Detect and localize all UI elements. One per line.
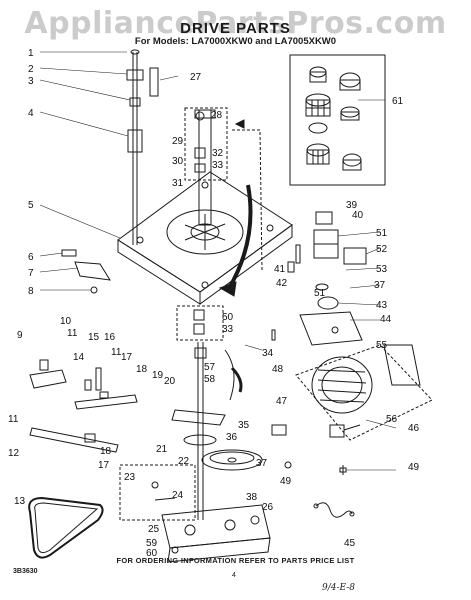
callout-9: 9	[17, 330, 23, 341]
callout-50: 50	[222, 312, 234, 323]
callout-26: 26	[262, 502, 274, 513]
callout-15: 15	[88, 332, 100, 343]
callout-6: 6	[28, 252, 34, 263]
callout-34: 34	[262, 348, 274, 359]
callout-3: 3	[28, 76, 34, 87]
callout-48: 48	[272, 364, 284, 375]
callout-2: 2	[28, 64, 34, 75]
model-subtitle: For Models: LA7000XKW0 and LA7005XKW0	[134, 36, 337, 47]
watermark: AppliancePartsPros.com	[24, 6, 447, 41]
drive-motor	[271, 344, 433, 475]
callout-19: 19	[152, 370, 164, 381]
callout-58: 58	[204, 374, 216, 385]
callout-16: 16	[104, 332, 116, 343]
callout-21: 21	[156, 444, 168, 455]
callout-22: 22	[178, 456, 190, 467]
callout-4: 4	[28, 108, 34, 119]
left-bracket-parts	[61, 249, 111, 294]
wire-harness	[315, 502, 353, 518]
callout-11b: 11	[111, 347, 122, 358]
brake-rod-assembly	[126, 49, 159, 245]
drive-belt	[28, 496, 104, 559]
callout-11: 11	[67, 328, 78, 339]
page-number: 4	[232, 572, 236, 579]
callout-46: 46	[408, 423, 420, 434]
callout-8: 8	[28, 286, 34, 297]
callout-20: 20	[164, 376, 176, 387]
callout-43: 43	[376, 300, 388, 311]
agitator-drive-shaft	[119, 342, 271, 563]
motor-capacitor-plate	[383, 344, 421, 386]
callout-42: 42	[276, 278, 288, 289]
callout-53: 53	[376, 264, 388, 275]
callout-57: 57	[204, 362, 216, 373]
callout-60: 60	[146, 548, 158, 559]
callout-47: 47	[276, 396, 288, 407]
callout-11c: 11	[8, 414, 19, 425]
callout-33b: 33	[222, 324, 234, 335]
callout-61: 61	[392, 96, 404, 107]
transmission-base-plate	[117, 109, 293, 305]
callout-10: 10	[60, 316, 72, 327]
callout-14: 14	[73, 352, 85, 363]
callout-24: 24	[172, 490, 184, 501]
callout-31: 31	[172, 178, 184, 189]
callout-1: 1	[28, 48, 34, 59]
callout-52: 52	[376, 244, 388, 255]
callout-49: 49	[280, 476, 292, 487]
callout-7: 7	[28, 268, 34, 279]
callout-27: 27	[190, 72, 202, 83]
callout-55: 55	[376, 340, 388, 351]
callout-49b: 49	[408, 462, 420, 473]
motor-mount-parts	[287, 211, 367, 346]
callout-23: 23	[124, 472, 136, 483]
callout-41: 41	[274, 264, 286, 275]
callout-45: 45	[344, 538, 356, 549]
ordering-footer: FOR ORDERING INFORMATION REFER TO PARTS …	[116, 556, 355, 565]
callout-35: 35	[238, 420, 250, 431]
diagram-code: 3B3630	[13, 568, 38, 575]
callout-37b: 37	[374, 280, 386, 291]
handwritten-note: 9/4-E-8	[322, 583, 356, 593]
callout-29: 29	[172, 136, 184, 147]
callout-40: 40	[352, 210, 364, 221]
bearing-kit-box	[289, 54, 386, 186]
callout-30: 30	[172, 156, 184, 167]
callout-18b: 18	[100, 446, 112, 457]
callout-5: 5	[28, 200, 34, 211]
callout-38: 38	[246, 492, 258, 503]
callout-32: 32	[212, 148, 224, 159]
callout-56: 56	[386, 414, 398, 425]
callout-44: 44	[380, 314, 392, 325]
leader-lines	[39, 51, 397, 471]
center-shaft-box	[176, 107, 263, 341]
callout-17: 17	[121, 352, 133, 363]
callout-28: 28	[211, 110, 223, 121]
callout-25: 25	[148, 524, 160, 535]
diagram-title: DRIVE PARTS	[180, 20, 291, 37]
lever-parts	[29, 359, 138, 453]
callout-39: 39	[346, 200, 358, 211]
callout-12: 12	[8, 448, 20, 459]
callout-18: 18	[136, 364, 148, 375]
callout-17b: 17	[98, 460, 110, 471]
callout-36: 36	[226, 432, 238, 443]
callout-51b: 51	[314, 288, 326, 299]
callout-13: 13	[14, 496, 26, 507]
callout-33: 33	[212, 160, 224, 171]
callout-numbers: 1 2 3 4 5 6 7 8 9 10 11 14 15 16 11 17 1…	[8, 48, 420, 559]
callout-37: 37	[256, 458, 268, 469]
callout-51: 51	[376, 228, 388, 239]
callout-59: 59	[146, 538, 158, 549]
